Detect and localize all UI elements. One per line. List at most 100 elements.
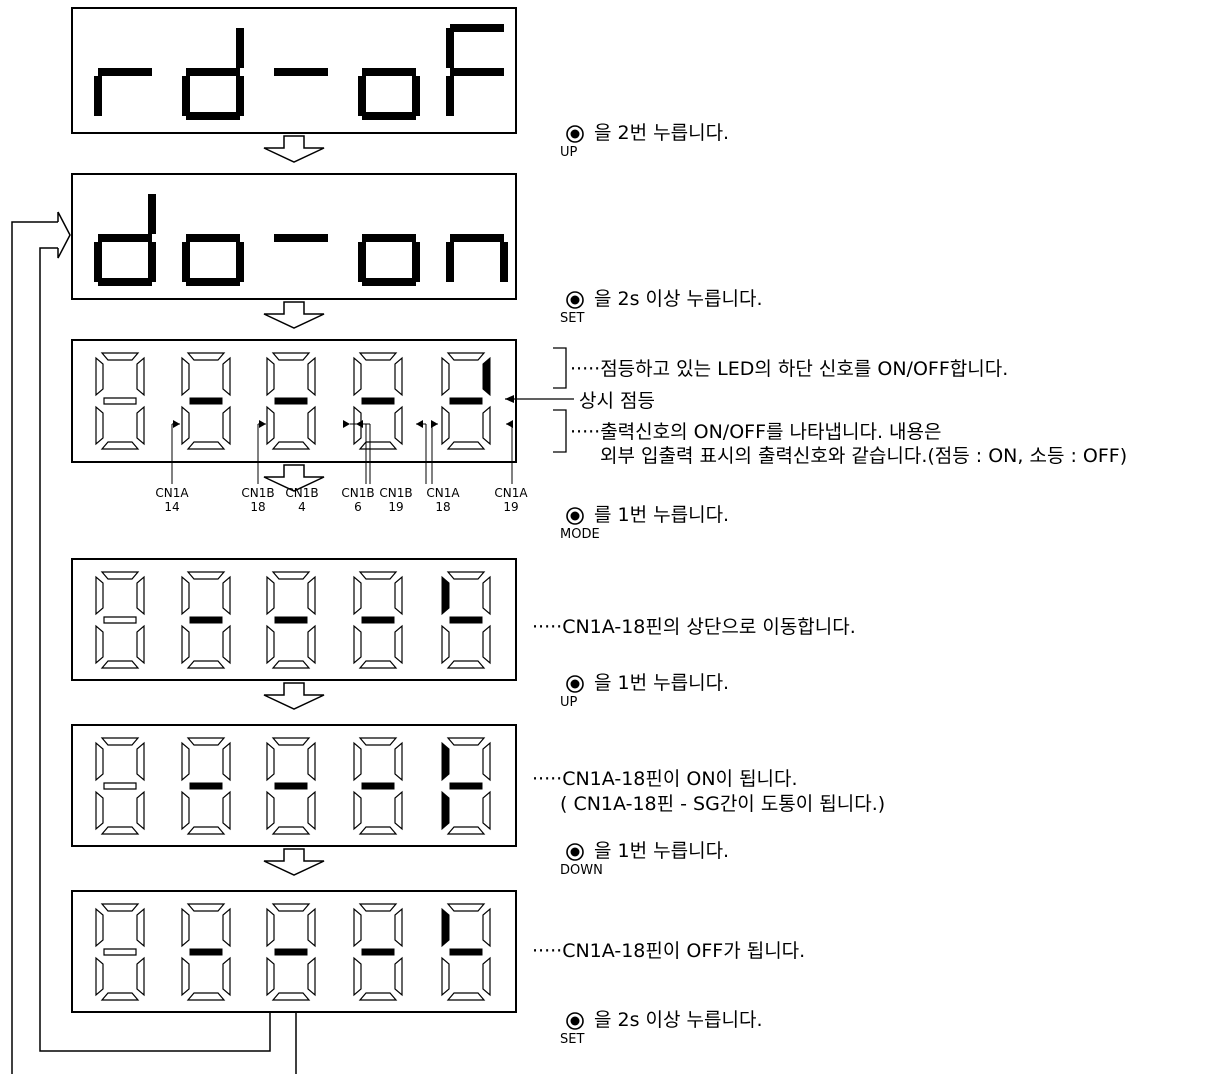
panel5-digit3-seg-g xyxy=(274,782,308,790)
down-arrow-4 xyxy=(263,682,325,710)
panel6-digit5-seg-d xyxy=(446,992,486,1001)
panel4-digit5-seg-f xyxy=(441,575,450,616)
panel3-digit2-seg-g xyxy=(189,397,223,405)
panel2-digit2-seg-d xyxy=(186,278,240,286)
panel3-digit5-seg-b xyxy=(482,356,491,397)
panel6-digit2-seg-f xyxy=(181,907,190,948)
button-press-icon xyxy=(565,506,585,528)
panel4-digit3-seg-a xyxy=(271,571,311,580)
panel3-digit4-seg-d xyxy=(358,441,398,450)
display-panel-5 xyxy=(71,724,517,847)
panel1-digit4-seg-d xyxy=(362,112,416,120)
down-arrow-3 xyxy=(263,464,325,492)
panel5-digit2-seg-b xyxy=(222,741,231,782)
panel3-digit4-seg-b xyxy=(394,356,403,397)
pin-arrowhead-4 xyxy=(343,420,350,428)
panel6-digit5-seg-f xyxy=(441,907,450,948)
display-panel-1 xyxy=(71,7,517,134)
always-on-arrowhead xyxy=(505,395,514,403)
panel2-digit1-seg-d xyxy=(98,278,152,286)
button-name: DOWN xyxy=(560,863,603,878)
panel3-digit5-seg-d xyxy=(446,441,486,450)
panel4-digit4-seg-c xyxy=(394,624,403,665)
display-panel-4 xyxy=(71,558,517,681)
panel5-digit4-seg-a xyxy=(358,737,398,746)
panel6-digit5-seg-e xyxy=(441,956,450,997)
panel5-digit3-seg-c xyxy=(307,790,316,831)
panel5-digit4-seg-g xyxy=(361,782,395,790)
panel5-digit3-seg-d xyxy=(271,826,311,835)
panel1-digit2-seg-d xyxy=(186,112,240,120)
panel6-digit2-seg-c xyxy=(222,956,231,997)
button-name: MODE xyxy=(560,527,600,542)
panel4-digit5-seg-a xyxy=(446,571,486,580)
annotation-off: ·····CN1A-18핀이 OFF가 됩니다. xyxy=(532,940,806,962)
panel4-digit1-seg-b xyxy=(136,575,145,616)
panel1-digit5-seg-e xyxy=(446,76,454,116)
pin-connector-name: CN1A xyxy=(494,486,528,500)
pin-number: 14 xyxy=(164,500,180,514)
panel5-digit1-seg-e xyxy=(95,790,104,831)
panel3-digit1-seg-f xyxy=(95,356,104,397)
panel4-digit3-seg-c xyxy=(307,624,316,665)
panel5-digit2-seg-c xyxy=(222,790,231,831)
panel1-digit4-seg-e xyxy=(358,76,366,116)
panel6-digit3-seg-a xyxy=(271,903,311,912)
panel3-digit3-seg-g xyxy=(274,397,308,405)
panel6-digit5-seg-a xyxy=(446,903,486,912)
panel6-digit5-seg-b xyxy=(482,907,491,948)
panel1-digit3-seg-g xyxy=(274,68,328,76)
panel4-digit1-seg-g xyxy=(103,616,137,624)
panel4-digit1-seg-e xyxy=(95,624,104,665)
panel4-digit5-seg-c xyxy=(482,624,491,665)
panel2-digit1-seg-c xyxy=(148,242,156,282)
step-instruction: 을 2s 이상 누릅니다. xyxy=(594,288,763,310)
panel1-digit2-seg-e xyxy=(182,76,190,116)
pin-connector-name: CN1B xyxy=(379,486,413,500)
button-name: UP xyxy=(560,145,578,160)
panel3-digit1-seg-g xyxy=(103,397,137,405)
panel2-digit4-seg-g xyxy=(362,234,416,242)
panel4-digit4-seg-f xyxy=(353,575,362,616)
panel5-digit1-seg-d xyxy=(100,826,140,835)
annotation-upper-row: ·····점등하고 있는 LED의 하단 신호를 ON/OFF합니다. xyxy=(570,358,1009,380)
panel2-digit3-seg-g xyxy=(274,234,328,242)
pin-connector-name: CN1A xyxy=(155,486,189,500)
panel1-digit1-seg-e xyxy=(94,76,102,116)
panel4-digit4-seg-b xyxy=(394,575,403,616)
pin-connector-name: CN1A xyxy=(426,486,460,500)
annotation-on-2: ( CN1A-18핀 - SG간이 도통이 됩니다.) xyxy=(560,793,886,815)
panel5-digit2-seg-f xyxy=(181,741,190,782)
return-entry-arrow xyxy=(57,211,71,259)
panel3-digit1-seg-b xyxy=(136,356,145,397)
panel4-digit4-seg-d xyxy=(358,660,398,669)
annotation-lower-row-1: ·····출력신호의 ON/OFF를 나타냅니다. 내용은 xyxy=(570,421,942,443)
display-panel-6 xyxy=(71,890,517,1013)
panel1-digit5-seg-g xyxy=(450,68,504,76)
button-name: UP xyxy=(560,695,578,710)
step-instruction: 를 1번 누릅니다. xyxy=(594,504,730,526)
panel6-digit1-seg-f xyxy=(95,907,104,948)
panel5-digit3-seg-f xyxy=(266,741,275,782)
panel6-digit5-seg-c xyxy=(482,956,491,997)
panel6-digit3-seg-b xyxy=(307,907,316,948)
annotation-move-top: ·····CN1A-18핀의 상단으로 이동합니다. xyxy=(532,616,856,638)
panel6-digit3-seg-g xyxy=(274,948,308,956)
panel3-digit2-seg-d xyxy=(186,441,226,450)
panel1-digit2-seg-g xyxy=(186,68,240,76)
return-loop-line-box xyxy=(39,247,271,1052)
panel5-digit4-seg-e xyxy=(353,790,362,831)
panel4-digit1-seg-f xyxy=(95,575,104,616)
panel3-digit5-seg-a xyxy=(446,352,486,361)
panel3-digit4-seg-e xyxy=(353,405,362,446)
panel5-digit5-seg-a xyxy=(446,737,486,746)
panel3-digit4-seg-c xyxy=(394,405,403,446)
panel4-digit1-seg-a xyxy=(100,571,140,580)
button-press-icon xyxy=(565,290,585,312)
panel5-digit3-seg-b xyxy=(307,741,316,782)
panel6-digit5-seg-g xyxy=(449,948,483,956)
